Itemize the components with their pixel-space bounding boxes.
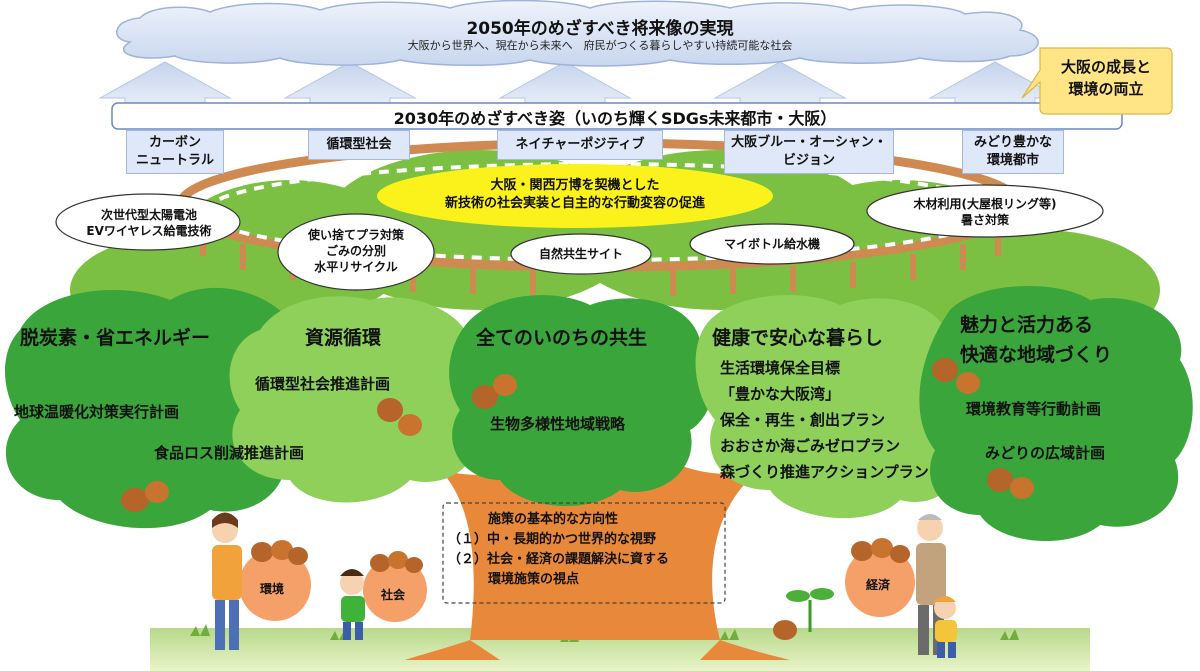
canopy-life-title: 全てのいのちの共生 (476, 327, 648, 349)
cloud-solar: 次世代型太陽電池 EVワイヤレス給電技術 (66, 207, 232, 239)
vision-2050-title: 2050年のめざすべき将来像の実現 (466, 19, 734, 39)
goal-circular-society: 循環型社会 (308, 130, 410, 160)
canopy-health (695, 295, 969, 519)
vision-2030-title: 2030年のめざすべき姿（いのち輝くSDGs未来都市・大阪） (393, 109, 837, 128)
goal-line: ビジョン (782, 153, 835, 168)
plan-item: おおさか海ごみゼロプラン (720, 437, 901, 455)
goal-line: みどり豊かな (973, 135, 1052, 150)
expo-line2: 新技術の社会実装と自主的な行動変容の促進 (444, 196, 705, 211)
plan-item: 「豊かな大阪湾」 (720, 385, 841, 403)
basket-society (363, 551, 427, 622)
goal-line: 大阪ブルー・オーシャン・ (731, 135, 887, 150)
plan-item: 生活環境保全目標 (720, 359, 841, 377)
cloud-line: 暑さ対策 (960, 213, 1009, 227)
cloud-line: EVワイヤレス給電技術 (86, 224, 212, 238)
goal-line: ネイチャーポジティブ (515, 137, 645, 152)
expo-text: 大阪・関西万博を契機とした 新技術の社会実装と自主的な行動変容の促進 (400, 177, 750, 213)
plan-item: みどりの広域計画 (985, 444, 1106, 462)
plan-item: 森づくり推進アクションプラン (720, 463, 929, 481)
cloud-nature-site: 自然共生サイト (538, 247, 623, 261)
upward-arrows (98, 61, 1062, 109)
goal-line: 環境都市 (986, 153, 1039, 168)
trunk-item: （１）中・長期的かつ世界的な視野 (448, 532, 657, 547)
goal-green-city: みどり豊かな環境都市 (962, 130, 1064, 174)
plan-item: 生物多様性地域戦略 (490, 415, 626, 433)
chestnut-decorations (121, 358, 1034, 640)
cloud-plastic: 使い捨てプラ対策 ごみの分別 水平リサイクル (290, 227, 422, 275)
canopy-health-title: 健康で安心な暮らし (712, 327, 884, 349)
cloud-line: 次世代型太陽電池 (100, 208, 197, 222)
basket-environment-label: 環境 (260, 582, 285, 596)
canopy-decarbon-title: 脱炭素・省エネルギー (20, 327, 211, 349)
goal-line: 循環型社会 (326, 137, 392, 152)
goal-line: カーボン (148, 135, 201, 150)
canopy-life (449, 295, 716, 507)
basket-economy (845, 538, 915, 617)
trunk-item: 環境施策の視点 (488, 572, 580, 587)
speech-clouds (55, 184, 1104, 291)
cloud-wood: 木材利用(大屋根リング等) 暑さ対策 (880, 196, 1090, 228)
goal-blue-ocean-vision: 大阪ブルー・オーシャン・ビジョン (724, 130, 894, 174)
person-child (340, 569, 365, 640)
callout-line1: 大阪の成長と (1060, 58, 1151, 76)
trunk-direction-text: 施策の基本的な方向性 （１）中・長期的かつ世界的な視野 （２）社会・経済の課題解… (448, 510, 669, 590)
cloud-bottle: マイボトル給水機 (723, 237, 820, 251)
plan-item: 食品ロス削減推進計画 (154, 444, 305, 462)
canopy-charm-title-line1: 魅力と活力ある (960, 314, 1094, 336)
basket-environment (239, 540, 311, 621)
plan-item: 環境教育等行動計画 (966, 400, 1102, 418)
trunk-direction-box (442, 502, 726, 604)
goal-nature-positive: ネイチャーポジティブ (497, 130, 663, 160)
cloud-line: ごみの分別 (325, 244, 386, 258)
sprout (786, 588, 834, 632)
person-boy (934, 596, 957, 658)
canopy-health-plans: 生活環境保全目標 「豊かな大阪湾」 保全・再生・創出プラン おおさか海ごみゼロプ… (720, 355, 929, 485)
canopy-resource (229, 296, 489, 503)
tree-trunk (405, 450, 790, 660)
expo-line1: 大阪・関西万博を契機とした (490, 178, 660, 193)
goal-carbon-neutral: カーボンニュートラル (126, 130, 224, 174)
vision-2030-bar (111, 102, 1123, 130)
expo-highlight (377, 164, 773, 228)
vision-2050-subtitle: 大阪から世界へ、現在から未来へ 府民がつくる暮らしやすい持続可能な社会 (407, 39, 793, 52)
vision-2050-cloud (115, 0, 1039, 67)
goal-line: ニュートラル (135, 153, 214, 168)
trunk-item: （２）社会・経済の課題解決に資する (448, 552, 670, 567)
person-woman (212, 512, 242, 650)
callout-line2: 環境の両立 (1068, 80, 1144, 98)
cloud-line: 使い捨てプラ対策 (307, 228, 404, 242)
cloud-line: 水平リサイクル (314, 260, 398, 274)
canopy-charm-title: 魅力と活力ある 快適な地域づくり (960, 310, 1112, 370)
cloud-line: 木材利用(大屋根リング等) (913, 197, 1057, 211)
canopy-decarbon (5, 287, 313, 529)
plan-item: 循環型社会推進計画 (255, 375, 391, 393)
basket-economy-label: 経済 (866, 578, 891, 592)
plan-item: 地球温暖化対策実行計画 (14, 403, 180, 421)
callout-bubble (1021, 47, 1173, 115)
plan-item: 保全・再生・創出プラン (720, 411, 886, 429)
callout-text: 大阪の成長と 環境の両立 (1040, 56, 1172, 100)
canopy-resource-title: 資源循環 (305, 327, 382, 349)
canopy-charm-title-line2: 快適な地域づくり (960, 344, 1113, 366)
trunk-title: 施策の基本的な方向性 (488, 512, 619, 527)
basket-society-label: 社会 (381, 588, 406, 602)
